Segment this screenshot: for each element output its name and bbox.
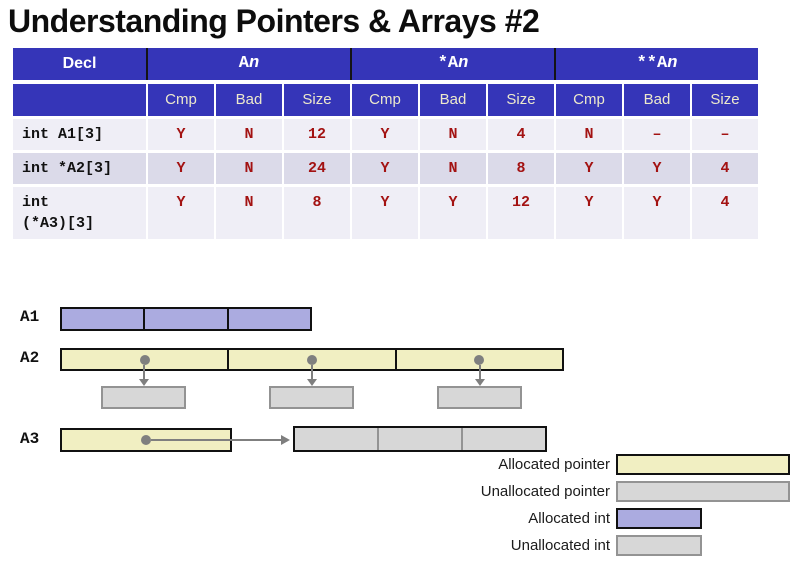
a2-cell (394, 350, 562, 369)
subheader-bad-1: Bad (420, 84, 486, 116)
subheader-cmp-0: Cmp (148, 84, 214, 116)
value-cell: – (692, 119, 758, 150)
a3-target-cell (461, 428, 545, 450)
legend-label: Unallocated pointer (480, 482, 610, 500)
pointer-dot-icon (474, 354, 485, 365)
array-a3-box (60, 428, 232, 452)
arrow-right-icon (281, 435, 290, 445)
value-cell: N (216, 153, 282, 184)
value-cell: Y (624, 187, 690, 239)
arrow-down-icon (479, 365, 481, 380)
a1-cell (62, 309, 143, 329)
value-cell: Y (352, 187, 418, 239)
arrow-down-icon (139, 379, 149, 386)
value-cell: N (420, 119, 486, 150)
a1-cell (226, 309, 310, 329)
group-header-1: *An (352, 48, 554, 80)
value-cell: 8 (488, 153, 554, 184)
legend-item-allocated-int: Allocated int (360, 507, 702, 529)
subheader-bad-0: Bad (216, 84, 282, 116)
a2-cell (227, 350, 394, 369)
a1-cell (143, 309, 226, 329)
decl-column-header: Decl (13, 48, 146, 80)
unallocated-int-box (437, 386, 522, 409)
value-cell: Y (420, 187, 486, 239)
legend-swatch-unallocated-pointer (616, 480, 790, 502)
value-cell: N (216, 119, 282, 150)
subheader-cmp-1: Cmp (352, 84, 418, 116)
value-cell: Y (148, 187, 214, 239)
legend-label: Unallocated int (510, 536, 610, 554)
decl-cell: int *A2[3] (13, 153, 146, 184)
array-a1-box (60, 307, 312, 331)
unallocated-int-box (101, 386, 186, 409)
legend-swatch-allocated-pointer (616, 453, 790, 475)
array-a3-label: A3 (20, 430, 40, 448)
value-cell: N (216, 187, 282, 239)
legend-swatch-unallocated-int (616, 534, 702, 556)
arrow-right-icon (151, 439, 282, 441)
array-a1-label: A1 (20, 308, 40, 326)
a3-target-cell (295, 428, 377, 450)
value-cell: Y (352, 119, 418, 150)
subheader-size-1: Size (488, 84, 554, 116)
pointer-dot-icon (141, 435, 151, 445)
a2-cell (62, 350, 227, 369)
value-cell: Y (624, 153, 690, 184)
subheader-bad-2: Bad (624, 84, 690, 116)
a3-target-cell (377, 428, 461, 450)
value-cell: Y (148, 119, 214, 150)
value-cell: 4 (692, 187, 758, 239)
arrow-down-icon (143, 365, 145, 380)
value-cell: – (624, 119, 690, 150)
value-cell: 4 (692, 153, 758, 184)
arrow-down-icon (307, 379, 317, 386)
decl-cell: int A1[3] (13, 119, 146, 150)
legend-label: Allocated pointer (498, 455, 610, 473)
value-cell: N (556, 119, 622, 150)
a3-target-array-box (293, 426, 547, 452)
value-cell: Y (556, 187, 622, 239)
subheader-size-0: Size (284, 84, 350, 116)
decl-cell: int (*A3)[3] (13, 187, 146, 239)
legend-item-unallocated-int: Unallocated int (360, 534, 702, 556)
value-cell: 12 (488, 187, 554, 239)
value-cell: 4 (488, 119, 554, 150)
value-cell: Y (556, 153, 622, 184)
legend-item-allocated-pointer: Allocated pointer (360, 453, 790, 475)
arrow-down-icon (475, 379, 485, 386)
legend-item-unallocated-pointer: Unallocated pointer (360, 480, 790, 502)
subheader-size-2: Size (692, 84, 758, 116)
unallocated-int-box (269, 386, 354, 409)
value-cell: Y (148, 153, 214, 184)
value-cell: 12 (284, 119, 350, 150)
group-header-2: **An (556, 48, 758, 80)
legend-swatch-allocated-int (616, 507, 702, 529)
value-cell: 24 (284, 153, 350, 184)
pointer-dot-icon (139, 354, 150, 365)
page-title: Understanding Pointers & Arrays #2 (8, 3, 540, 39)
arrow-down-icon (311, 365, 313, 380)
subheader-cmp-2: Cmp (556, 84, 622, 116)
value-cell: 8 (284, 187, 350, 239)
array-a2-label: A2 (20, 349, 40, 367)
value-cell: Y (352, 153, 418, 184)
legend-label: Allocated int (528, 509, 610, 527)
value-cell: N (420, 153, 486, 184)
pointer-dot-icon (306, 354, 317, 365)
group-header-0: An (148, 48, 350, 80)
decl-subheader-spacer (13, 84, 146, 116)
